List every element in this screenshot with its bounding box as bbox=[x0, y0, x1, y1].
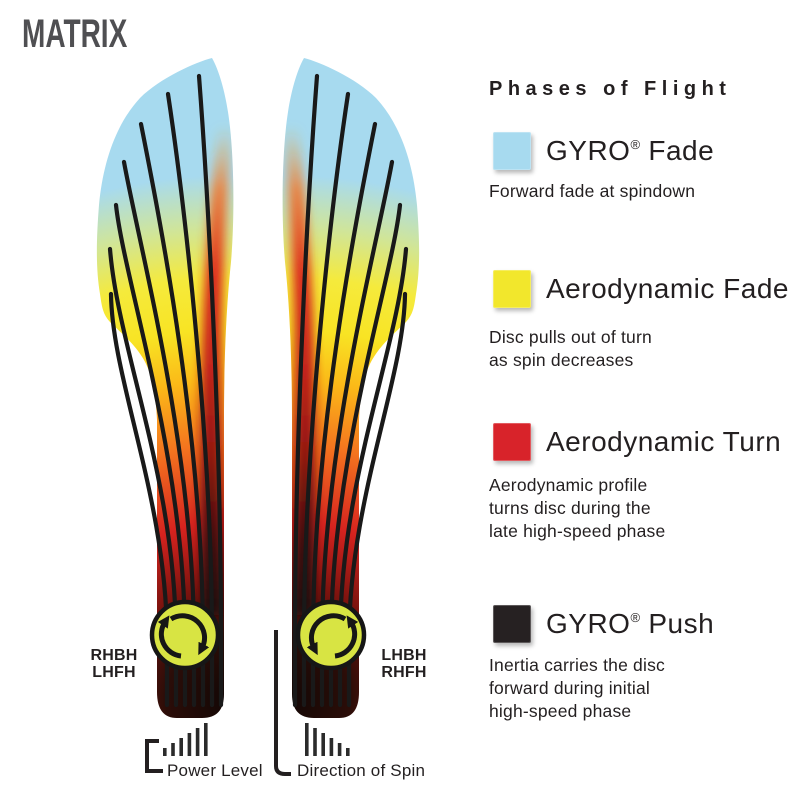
legend-title-0-text: GYRO bbox=[546, 135, 631, 166]
legend-heading: Phases of Flight bbox=[489, 78, 732, 100]
left-flight-fan bbox=[97, 58, 234, 718]
registered-mark-icon: ® bbox=[630, 610, 641, 625]
legend-title-2: Aerodynamic Turn bbox=[546, 423, 781, 466]
legend-title-3-suffix: Push bbox=[640, 608, 715, 639]
legend-title-0-suffix: Fade bbox=[640, 135, 715, 166]
legend-desc-2: Aerodynamic profile turns disc during th… bbox=[489, 475, 666, 541]
legend-title-0: GYRO® Fade bbox=[546, 132, 714, 175]
power-level-bracket bbox=[145, 739, 163, 773]
left-spin-label: RHBH LHFH bbox=[90, 647, 138, 681]
legend-square-2 bbox=[493, 423, 531, 461]
legend-desc-1: Disc pulls out of turn as spin decreases bbox=[489, 327, 652, 370]
legend-square-1 bbox=[493, 270, 531, 308]
legend-title-2-text: Aerodynamic Turn bbox=[546, 426, 782, 457]
registered-mark-icon: ® bbox=[630, 137, 641, 152]
legend-title-1-text: Aerodynamic Fade bbox=[546, 273, 790, 304]
legend-desc-3: Inertia carries the disc forward during … bbox=[489, 655, 665, 721]
direction-of-spin-bars-icon bbox=[305, 723, 350, 756]
page-title: MATRIX bbox=[22, 12, 128, 56]
right-spin-label: LHBH RHFH bbox=[381, 647, 427, 681]
right-flight-fan bbox=[283, 58, 420, 718]
power-level-label: Power Level bbox=[167, 761, 263, 780]
direction-of-spin-label: Direction of Spin bbox=[297, 761, 426, 780]
legend-title-3: GYRO® Push bbox=[546, 605, 714, 648]
legend-square-0 bbox=[493, 132, 531, 170]
direction-of-spin-divider-line bbox=[274, 630, 291, 776]
legend-title-1: Aerodynamic Fade bbox=[546, 270, 789, 313]
legend-desc-0: Forward fade at spindown bbox=[489, 181, 696, 201]
legend-square-3 bbox=[493, 605, 531, 643]
power-level-bars-icon bbox=[163, 723, 208, 756]
legend-title-3-text: GYRO bbox=[546, 608, 631, 639]
